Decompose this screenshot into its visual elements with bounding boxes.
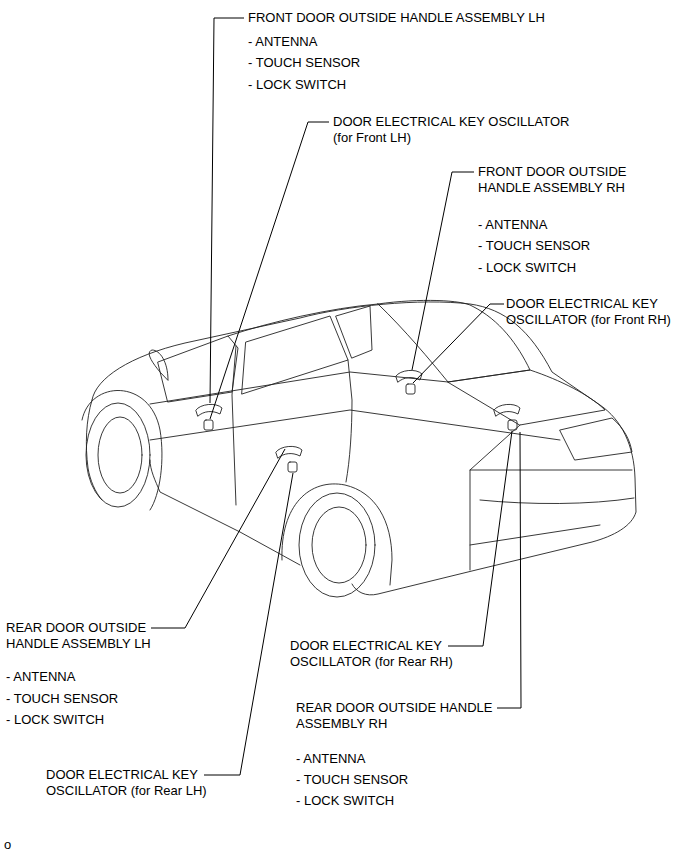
front-bumper bbox=[86, 400, 102, 500]
leader-line bbox=[448, 431, 512, 646]
front-wheel-rim bbox=[98, 417, 142, 493]
rear-wheel-arch bbox=[282, 484, 392, 585]
figure-mark: o bbox=[4, 837, 44, 853]
component-label: - ANTENNA bbox=[6, 669, 166, 685]
component-label: - LOCK SWITCH bbox=[248, 77, 408, 93]
component-label: - ANTENNA bbox=[478, 217, 638, 233]
front-rh-handle bbox=[396, 370, 422, 382]
part-label: DOOR ELECTRICAL KEY OSCILLATOR (for Rear… bbox=[290, 638, 468, 670]
belt-line bbox=[150, 372, 448, 404]
part-label: REAR DOOR OUTSIDE HANDLE ASSEMBLY LH bbox=[6, 620, 171, 652]
front-rh-oscillator bbox=[406, 384, 415, 394]
rear-lh-handle bbox=[276, 446, 302, 458]
body-outline bbox=[92, 302, 636, 595]
component-label: - TOUCH SENSOR bbox=[248, 55, 408, 71]
leader-line bbox=[151, 449, 285, 628]
component-label: - LOCK SWITCH bbox=[6, 712, 166, 728]
rear-wheel-rim bbox=[312, 507, 366, 583]
leader-line bbox=[497, 432, 521, 708]
component-label: - TOUCH SENSOR bbox=[296, 772, 456, 788]
rear-bumper bbox=[470, 470, 634, 545]
component-label: - TOUCH SENSOR bbox=[6, 691, 166, 707]
front-wheel-arch bbox=[82, 390, 162, 510]
rear-lh-oscillator bbox=[288, 462, 297, 472]
body-lower-line bbox=[150, 460, 300, 565]
trunk-lid bbox=[448, 370, 605, 425]
component-label: - ANTENNA bbox=[296, 751, 456, 767]
part-label: DOOR ELECTRICAL KEY OSCILLATOR (for Rear… bbox=[46, 767, 224, 799]
side-mirror bbox=[149, 350, 168, 380]
rear-rh-oscillator bbox=[508, 420, 517, 430]
front-lh-handle bbox=[196, 404, 222, 416]
quarter-window bbox=[336, 306, 372, 358]
front-wheel bbox=[86, 403, 150, 507]
rear-wheel bbox=[299, 493, 375, 597]
leader-line bbox=[413, 304, 504, 383]
rear-panel bbox=[470, 425, 520, 570]
front-lh-oscillator bbox=[204, 420, 213, 430]
part-label: FRONT DOOR OUTSIDE HANDLE ASSEMBLY RH bbox=[478, 164, 678, 196]
component-label: - TOUCH SENSOR bbox=[478, 238, 638, 254]
part-label: DOOR ELECTRICAL KEY OSCILLATOR (for Fron… bbox=[333, 114, 583, 146]
rear-side-window bbox=[242, 316, 348, 394]
part-label: FRONT DOOR OUTSIDE HANDLE ASSEMBLY LH bbox=[248, 10, 608, 26]
leader-line bbox=[412, 172, 474, 370]
component-label: - LOCK SWITCH bbox=[296, 793, 456, 809]
rear-rh-handle bbox=[494, 404, 520, 416]
leader-line bbox=[204, 473, 293, 775]
front-door-line bbox=[232, 346, 236, 505]
rear-door-line bbox=[346, 360, 352, 482]
roof-line bbox=[228, 304, 378, 336]
part-label: DOOR ELECTRICAL KEY OSCILLATOR (for Fron… bbox=[506, 296, 686, 328]
tail-light bbox=[560, 418, 632, 460]
component-label: - ANTENNA bbox=[248, 34, 408, 50]
part-label: REAR DOOR OUTSIDE HANDLE ASSEMBLY RH bbox=[296, 700, 511, 732]
leader-line bbox=[210, 18, 244, 403]
component-label: - LOCK SWITCH bbox=[478, 260, 638, 276]
leader-line bbox=[210, 122, 329, 419]
